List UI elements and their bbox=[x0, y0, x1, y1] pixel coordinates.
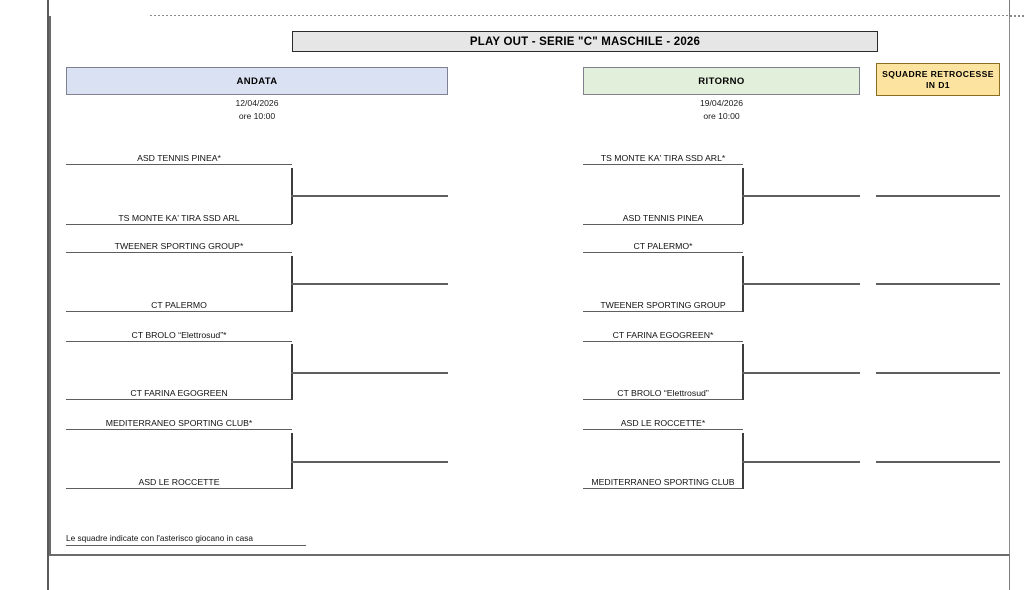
retrocesse-slot[interactable] bbox=[876, 372, 1000, 374]
team-slot[interactable]: CT FARINA EGOGREEN* bbox=[583, 330, 743, 342]
section-header-retrocesse: SQUADRE RETROCESSE IN D1 bbox=[876, 63, 1000, 96]
retrocesse-slot[interactable] bbox=[876, 195, 1000, 197]
bracket-winner-line[interactable] bbox=[742, 461, 860, 463]
bracket-winner-line[interactable] bbox=[742, 195, 860, 197]
retrocesse-label-line1: SQUADRE RETROCESSE bbox=[882, 68, 994, 79]
andata-date: 12/04/2026 bbox=[235, 98, 279, 108]
team-slot[interactable]: TWEENER SPORTING GROUP bbox=[583, 300, 743, 312]
team-slot[interactable]: ASD LE ROCCETTE* bbox=[583, 418, 743, 430]
team-slot[interactable]: MEDITERRANEO SPORTING CLUB* bbox=[66, 418, 292, 430]
bracket-winner-line[interactable] bbox=[742, 372, 860, 374]
team-slot[interactable]: CT BROLO “Elettrosud” bbox=[583, 388, 743, 400]
team-slot[interactable]: CT PALERMO* bbox=[583, 241, 743, 253]
page-left-margin-rule bbox=[47, 0, 49, 590]
team-slot[interactable]: TWEENER SPORTING GROUP* bbox=[66, 241, 292, 253]
team-slot[interactable]: TS MONTE KA' TIRA SSD ARL bbox=[66, 213, 292, 225]
section-header-andata: ANDATA bbox=[66, 67, 448, 95]
team-slot[interactable]: CT FARINA EGOGREEN bbox=[66, 388, 292, 400]
team-slot[interactable]: ASD TENNIS PINEA* bbox=[66, 153, 292, 165]
section-header-ritorno: RITORNO bbox=[583, 67, 860, 95]
bracket-winner-line[interactable] bbox=[291, 372, 448, 374]
bracket-winner-line[interactable] bbox=[291, 195, 448, 197]
bracket-winner-line[interactable] bbox=[291, 461, 448, 463]
bracket-winner-line[interactable] bbox=[291, 283, 448, 285]
page-content-area bbox=[49, 16, 1010, 556]
team-slot[interactable]: CT PALERMO bbox=[66, 300, 292, 312]
ritorno-date: 19/04/2026 bbox=[699, 98, 743, 108]
team-slot[interactable]: TS MONTE KA' TIRA SSD ARL* bbox=[583, 153, 743, 165]
team-slot[interactable]: CT BROLO “Elettrosud”* bbox=[66, 330, 292, 342]
ritorno-date-block: 19/04/2026 ore 10:00 bbox=[583, 97, 860, 124]
asterisk-footnote: Le squadre indicate con l'asterisco gioc… bbox=[66, 533, 306, 546]
andata-date-block: 12/04/2026 ore 10:00 bbox=[66, 97, 448, 124]
andata-time: ore 10:00 bbox=[238, 111, 276, 122]
team-slot[interactable]: MEDITERRANEO SPORTING CLUB bbox=[583, 477, 743, 489]
retrocesse-slot[interactable] bbox=[876, 461, 1000, 463]
ritorno-time: ore 10:00 bbox=[703, 111, 740, 122]
team-slot[interactable]: ASD TENNIS PINEA bbox=[583, 213, 743, 225]
retrocesse-slot[interactable] bbox=[876, 283, 1000, 285]
page-title: PLAY OUT - SERIE "C" MASCHILE - 2026 bbox=[292, 31, 878, 52]
team-slot[interactable]: ASD LE ROCCETTE bbox=[66, 477, 292, 489]
bracket-winner-line[interactable] bbox=[742, 283, 860, 285]
retrocesse-label-line2: IN D1 bbox=[926, 79, 950, 90]
